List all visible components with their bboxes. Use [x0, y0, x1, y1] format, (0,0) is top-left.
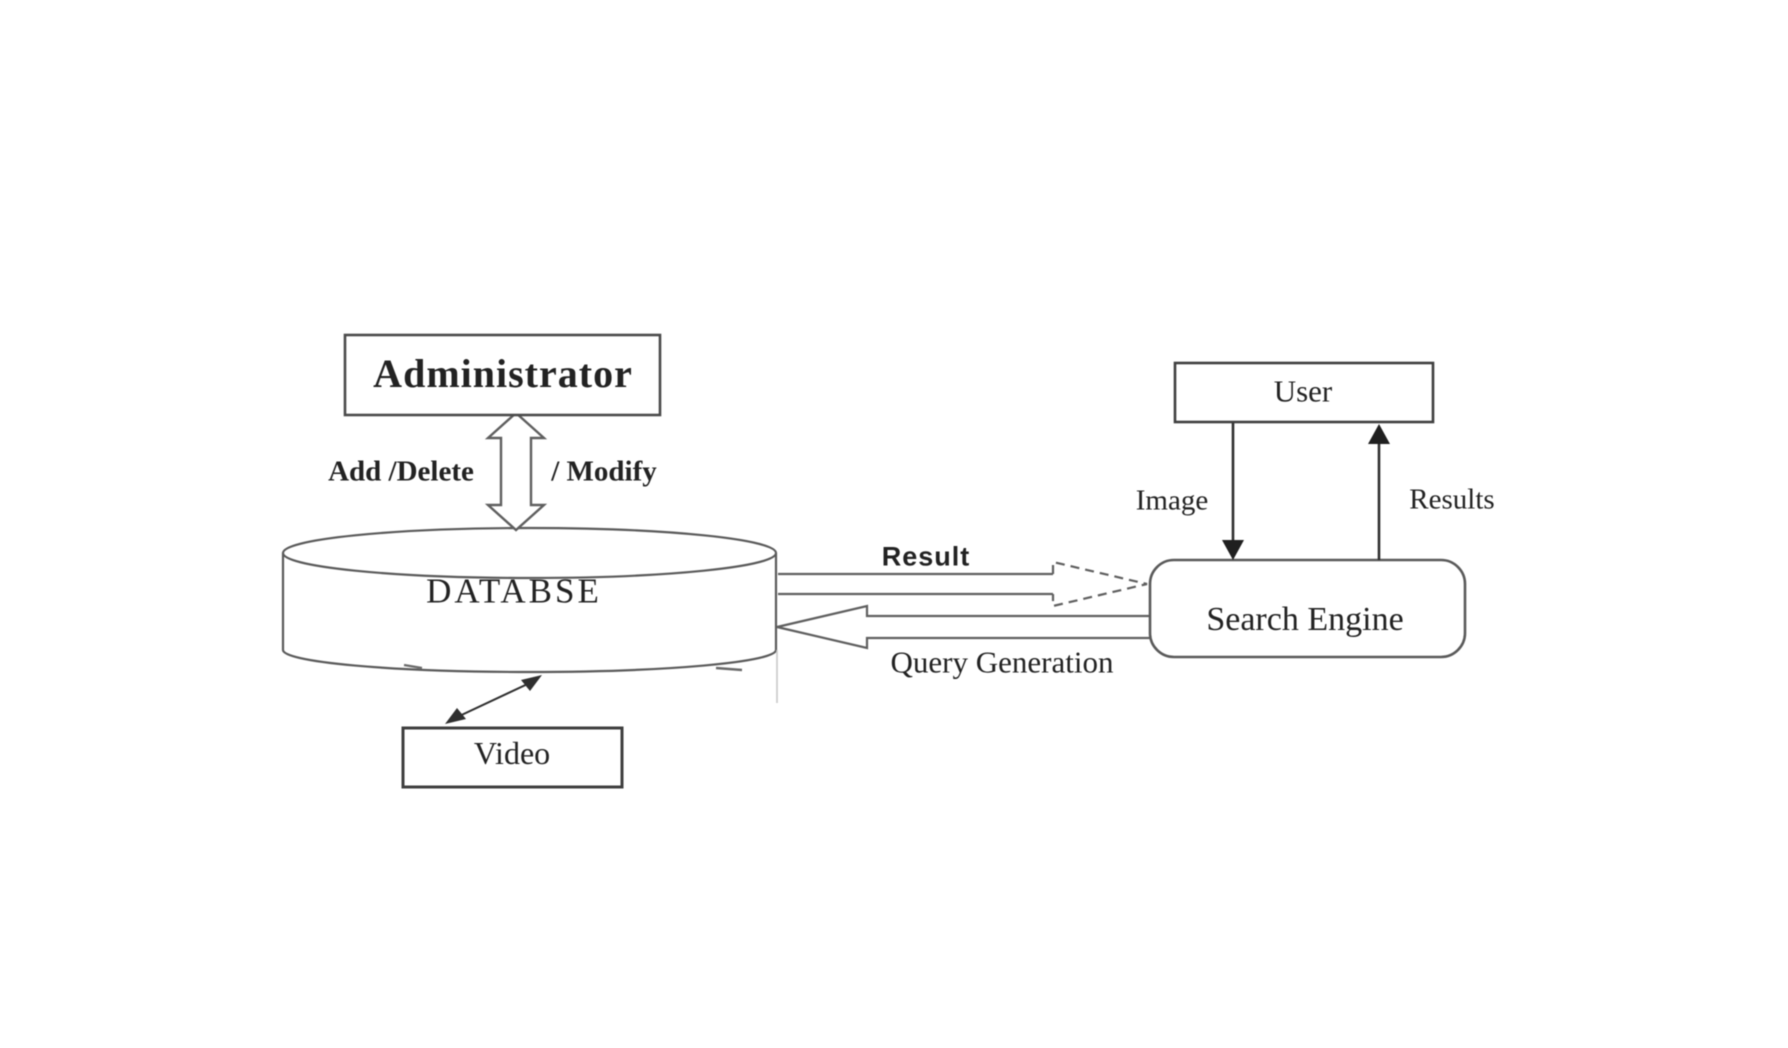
database-label: DATABSE — [426, 571, 602, 611]
user-box — [1173, 361, 1435, 424]
result-block-arrow-shape — [778, 560, 1148, 608]
query-block-arrow-shape — [776, 604, 1150, 650]
database-video-double-arrow — [445, 675, 542, 724]
results-arrow — [1368, 424, 1390, 560]
search-engine-label: Search Engine — [1206, 601, 1404, 638]
result-label: Result — [881, 541, 971, 572]
add-delete-label: Add /Delete — [328, 455, 474, 488]
query-generation-label: Query Generation — [890, 644, 1114, 680]
database-cylinder — [281, 526, 778, 674]
administrator-label: Administrator — [373, 351, 633, 396]
user-label: User — [1273, 373, 1333, 409]
modify-label: / Modify — [551, 455, 657, 488]
search-engine-box — [1148, 558, 1467, 659]
admin-database-double-arrow-shape — [484, 411, 548, 532]
results-label: Results — [1409, 483, 1495, 516]
sketch-artifact-dashes — [403, 663, 743, 672]
video-box — [401, 726, 624, 789]
image-label: Image — [1135, 484, 1209, 517]
administrator-box — [343, 333, 662, 417]
image-arrow — [1222, 423, 1244, 560]
video-label: Video — [473, 735, 551, 771]
